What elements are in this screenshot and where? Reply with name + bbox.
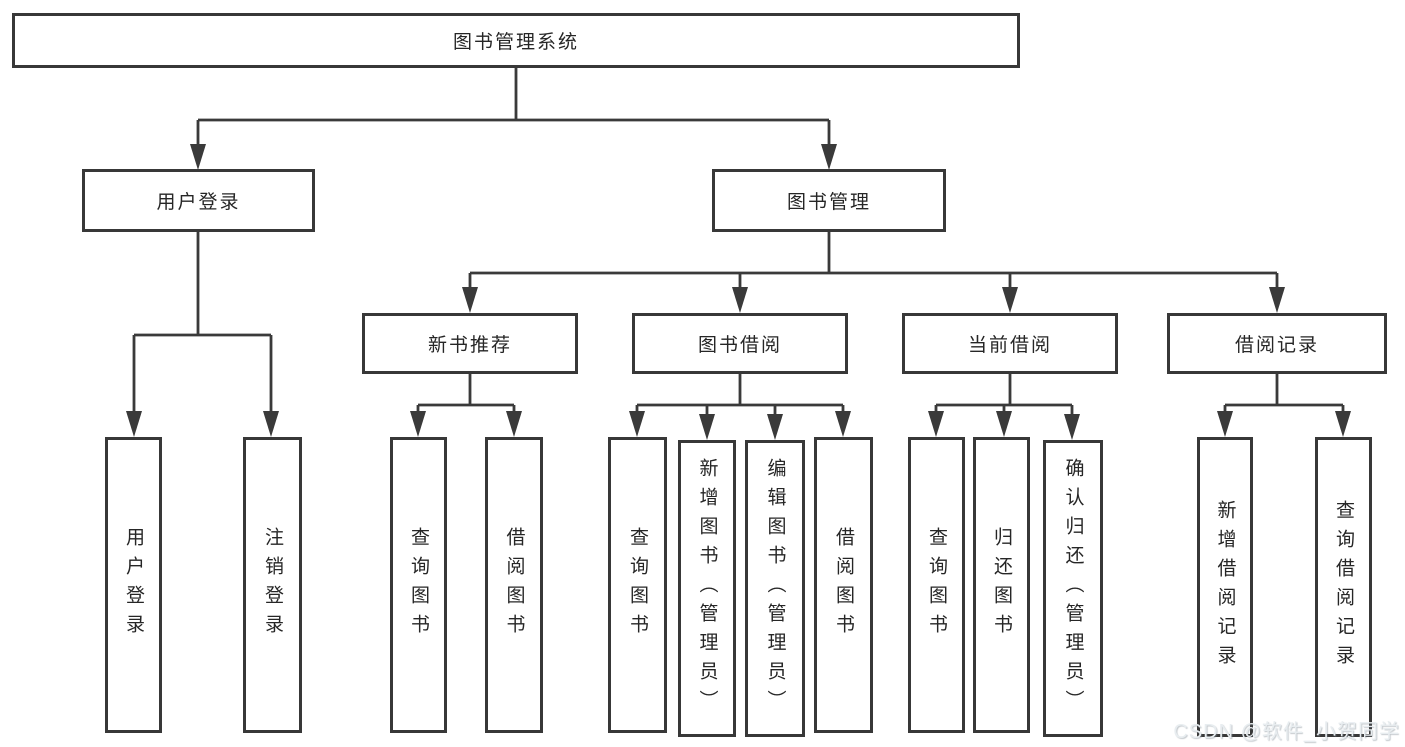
node-label: 借阅图书 <box>833 527 854 643</box>
leaf-records-add-record: 新增借阅记录 <box>1197 437 1253 737</box>
leaf-user-login: 用户登录 <box>105 437 162 733</box>
arrow-down-icon <box>767 414 783 440</box>
node-label: 归还图书 <box>991 527 1012 643</box>
leaf-current-confirm-return-admin: 确认归还（管理员） <box>1043 440 1103 737</box>
node-label: 查询图书 <box>627 527 648 643</box>
arrow-down-icon <box>1064 414 1080 440</box>
node-new-book-recommend: 新书推荐 <box>362 313 578 374</box>
node-label: 查询图书 <box>926 527 947 643</box>
leaf-borrowing-add-book-admin: 新增图书（管理员） <box>678 440 736 737</box>
arrow-down-icon <box>410 411 426 437</box>
node-label: 借阅图书 <box>503 527 525 643</box>
node-user-login: 用户登录 <box>82 169 315 232</box>
leaf-recommend-query-book: 查询图书 <box>390 437 447 733</box>
leaf-records-query-record: 查询借阅记录 <box>1315 437 1372 737</box>
node-book-borrowing: 图书借阅 <box>632 313 848 374</box>
leaf-borrowing-query-book: 查询图书 <box>608 437 667 733</box>
node-label: 新增借阅记录 <box>1214 500 1236 674</box>
arrow-down-icon <box>1335 411 1351 437</box>
node-label: 新书推荐 <box>427 335 512 356</box>
leaf-borrowing-edit-book-admin: 编辑图书（管理员） <box>745 440 805 737</box>
arrow-down-icon <box>126 411 142 437</box>
arrow-down-icon <box>821 144 837 170</box>
node-borrow-records: 借阅记录 <box>1167 313 1387 374</box>
arrowheads <box>126 144 1351 440</box>
arrow-down-icon <box>263 411 279 437</box>
arrow-down-icon <box>1269 287 1285 313</box>
connector-path <box>132 68 1345 415</box>
arrow-down-icon <box>1217 411 1233 437</box>
leaf-recommend-borrow-book: 借阅图书 <box>485 437 543 733</box>
node-label: 新增图书（管理员） <box>696 458 718 719</box>
leaf-borrowing-borrow-book: 借阅图书 <box>814 437 873 733</box>
node-book-management: 图书管理 <box>712 169 946 232</box>
node-label: 图书管理系统 <box>452 32 579 53</box>
node-label: 编辑图书（管理员） <box>764 458 786 719</box>
node-root: 图书管理系统 <box>12 13 1020 68</box>
arrow-down-icon <box>835 411 851 437</box>
arrow-down-icon <box>699 414 715 440</box>
node-label: 查询借阅记录 <box>1333 500 1354 674</box>
arrow-down-icon <box>732 287 748 313</box>
leaf-logout: 注销登录 <box>243 437 302 733</box>
node-label: 查询图书 <box>408 527 429 643</box>
node-label: 用户登录 <box>123 527 144 643</box>
arrow-down-icon <box>506 411 522 437</box>
node-current-borrowing: 当前借阅 <box>902 313 1118 374</box>
arrow-down-icon <box>462 287 478 313</box>
node-label: 当前借阅 <box>967 335 1052 356</box>
arrow-down-icon <box>629 411 645 437</box>
node-label: 借阅记录 <box>1234 335 1319 356</box>
leaf-current-return-book: 归还图书 <box>973 437 1030 733</box>
node-label: 注销登录 <box>262 527 283 643</box>
arrow-down-icon <box>996 411 1012 437</box>
arrow-down-icon <box>190 144 206 170</box>
node-label: 确认归还（管理员） <box>1062 458 1084 719</box>
node-label: 用户登录 <box>156 192 241 213</box>
arrow-down-icon <box>1002 287 1018 313</box>
arrow-down-icon <box>928 411 944 437</box>
leaf-current-query-book: 查询图书 <box>908 437 965 733</box>
node-label: 图书借阅 <box>697 335 782 356</box>
node-label: 图书管理 <box>786 192 871 213</box>
